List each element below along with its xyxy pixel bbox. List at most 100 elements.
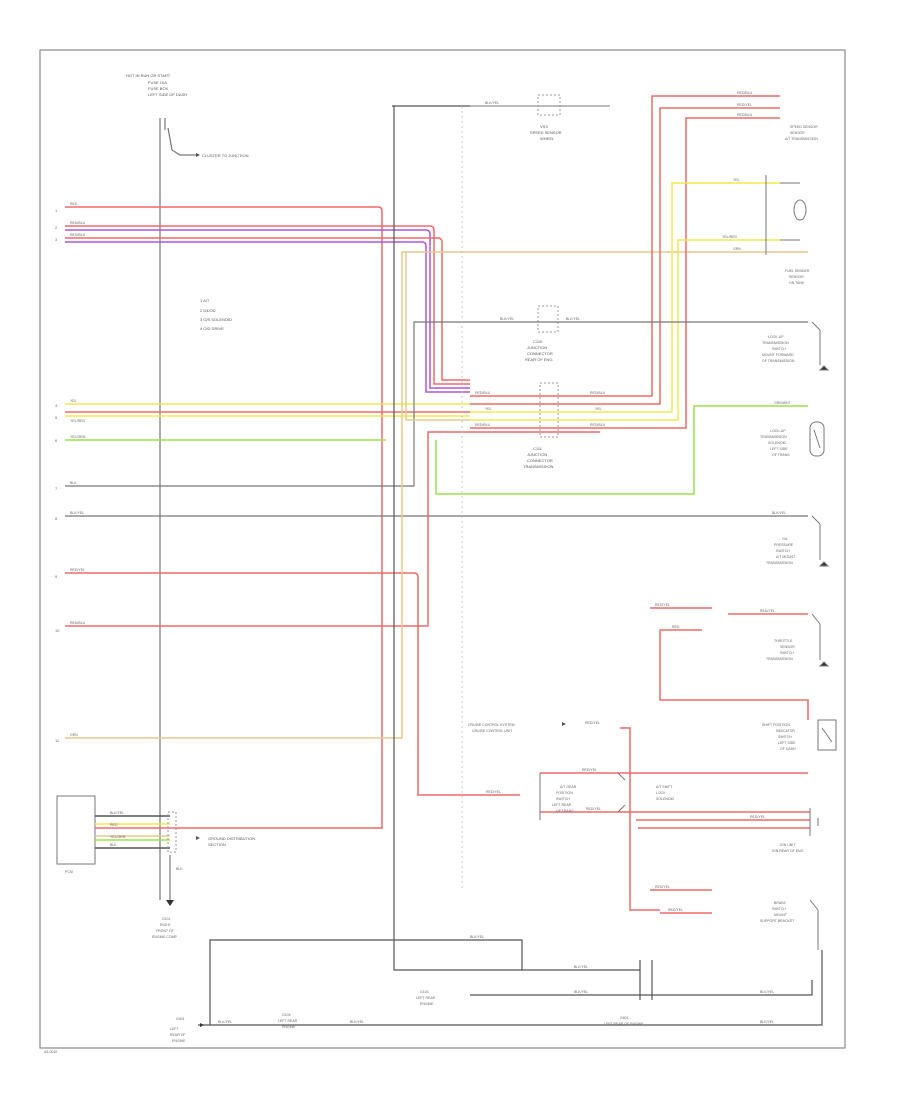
wire-label-yel-right: YEL [733, 178, 740, 182]
svg-text:SHIFT POSITION: SHIFT POSITION [762, 723, 790, 727]
svg-text:BLK/YEL: BLK/YEL [110, 811, 124, 815]
svg-text:A/T MOUNT: A/T MOUNT [776, 555, 796, 559]
svg-text:LEFT REAR: LEFT REAR [416, 996, 436, 1000]
svg-text:G401: G401 [176, 1017, 185, 1021]
svg-text:SWITCH: SWITCH [778, 735, 792, 739]
shift-solenoid-symbol [809, 421, 825, 457]
junction-connector-middle: RED/BLU RED/BLU YEL YEL RED/BLU RED/BLU … [470, 382, 606, 469]
wire-red-lower [65, 431, 520, 796]
arrow-icon [196, 153, 200, 157]
svg-text:ENGINE: ENGINE [172, 1039, 186, 1043]
svg-text:TRANSMISSION: TRANSMISSION [523, 464, 554, 469]
svg-text:OF TRANS: OF TRANS [556, 809, 574, 813]
wire-yellow-group [65, 403, 470, 417]
wire-label-blk-bus-3: BLK/YEL [574, 990, 588, 994]
svg-text:YEL/GRN: YEL/GRN [110, 835, 126, 839]
legend: 1 A/T 2 D4/OD 3 O/S SOLENOID 4 O/D DRIVE [200, 298, 232, 331]
svg-text:SWITCH: SWITCH [556, 797, 570, 801]
svg-text:LEFT REAR: LEFT REAR [552, 803, 572, 807]
svg-text:9: 9 [55, 574, 58, 579]
diagram-border [39, 49, 846, 1049]
svg-text:LOCK: LOCK [656, 791, 666, 795]
svg-text:IGN REAR OF ENG: IGN REAR OF ENG [772, 849, 804, 853]
wire-label-blk-bus-7: BLK/YEL [350, 1020, 364, 1024]
wire-tan [65, 251, 808, 739]
svg-text:5: 5 [55, 415, 58, 420]
g101-ground: BLK G101 RIGHT FRONT OF ENGINE COMP [152, 855, 183, 939]
wire-label-brake-2: RED/YEL [668, 908, 683, 912]
shift-indicator-symbol [817, 719, 837, 751]
wire-label-oil: BLK/YEL [772, 511, 786, 515]
svg-text:HOT IN RUN OR START: HOT IN RUN OR START [126, 73, 171, 78]
svg-text:FUSE BOX: FUSE BOX [148, 86, 169, 91]
svg-text:RED: RED [110, 823, 118, 827]
svg-text:7: 7 [55, 486, 58, 491]
wire-label-red-1: RED/BLU [737, 91, 753, 95]
svg-text:RED/BLU: RED/BLU [590, 391, 606, 395]
wire-label-red: RED [70, 202, 78, 206]
svg-text:FUSE 10A: FUSE 10A [148, 80, 167, 85]
ground-distribution-ref: GROUND DISTRIBUTION SECTION [196, 836, 255, 847]
svg-text:CRUISE CONTROL UNIT: CRUISE CONTROL UNIT [472, 729, 513, 733]
svg-text:10: 10 [55, 628, 60, 633]
svg-text:OF DASH: OF DASH [780, 747, 796, 751]
svg-text:CONNECTOR: CONNECTOR [527, 351, 553, 356]
wire-label-blk-bus-5: BLK/YEL [760, 1020, 774, 1024]
pcm-connector [167, 811, 177, 853]
svg-text:YEL: YEL [485, 407, 492, 411]
svg-text:JUNCTION: JUNCTION [527, 452, 547, 457]
ign-unit-label: IGN UNIT IGN REAR OF ENG [772, 843, 804, 853]
svg-text:OF TRANS: OF TRANS [772, 453, 790, 457]
wire-label-blk-bus-4: BLK/YEL [760, 990, 774, 994]
fuel-sender-symbol [765, 175, 807, 255]
wire-label-blk-bus-2: BLK/YEL [574, 965, 588, 969]
wire-label-throttle-2: RED/YEL [760, 609, 775, 613]
cruise-control-label: CRUISE CONTROL SYSTEM CRUISE CONTROL UNI… [468, 721, 600, 733]
wire-black-bus [392, 105, 640, 971]
wire-label-blk-bus-6: BLK/YEL [218, 1020, 232, 1024]
svg-text:6: 6 [55, 438, 58, 443]
wire-green [65, 405, 808, 495]
wire-label-red-blu-1: RED/BLU [70, 221, 86, 225]
svg-text:IGN UNIT: IGN UNIT [780, 843, 796, 847]
svg-text:1 A/T: 1 A/T [200, 298, 210, 303]
speed-sensor-label: SPEED SENSOR SENSOR A/T TRANSMISSION [785, 125, 818, 141]
svg-text:CRUISE CONTROL SYSTEM: CRUISE CONTROL SYSTEM [468, 723, 515, 727]
svg-text:G104: G104 [420, 990, 429, 994]
oil-pressure-switch [811, 515, 830, 567]
svg-text:ON TANK: ON TANK [789, 281, 805, 285]
svg-text:8: 8 [55, 516, 58, 521]
wire-label-grn-right: GRN [733, 247, 741, 251]
svg-text:MOUNT FORWARD: MOUNT FORWARD [762, 353, 794, 357]
shift-solenoid-label: LOCK-UP TRANSMISSION SOLENOID LEFT SIDE … [760, 429, 790, 457]
svg-text:3: 3 [55, 237, 58, 242]
svg-text:LEFT REAR OF ENGINE: LEFT REAR OF ENGINE [604, 1022, 644, 1026]
svg-text:SENSOR: SENSOR [789, 275, 804, 279]
wire-label-ign: RED/YEL [586, 807, 601, 811]
lockup-switch-label: LOCK-UP TRANSMISSION SWITCH MOUNT FORWAR… [762, 335, 795, 363]
wire-label-blk-yel: BLK/YEL [70, 511, 84, 515]
shift-indicator-label: SHIFT POSITION INDICATOR SWITCH LEFT SID… [762, 723, 796, 751]
gear-position-switch [539, 772, 626, 820]
brake-switch-label: BRAKE SWITCH MOUNT SUPPORT BRACKET [760, 901, 795, 923]
svg-text:BLK/YEL: BLK/YEL [485, 101, 499, 105]
wire-red-main [65, 206, 383, 829]
wire-label-red-yel: RED/YEL [70, 568, 85, 572]
lockup-switch-upper [811, 321, 830, 371]
svg-text:2 D4/OD: 2 D4/OD [200, 308, 216, 313]
top-power-note: HOT IN RUN OR START FUSE 10A FUSE BOX LE… [126, 73, 187, 97]
left-pin-labels: 1 2 3 4 5 6 7 8 9 10 11 [55, 208, 60, 743]
svg-text:LOCK-UP: LOCK-UP [768, 335, 784, 339]
svg-text:SECTION: SECTION [208, 842, 226, 847]
svg-text:2: 2 [55, 225, 58, 230]
svg-text:FRONT OF: FRONT OF [156, 929, 174, 933]
svg-text:SWITCH: SWITCH [776, 549, 790, 553]
svg-text:11: 11 [55, 738, 60, 743]
wire-label-blk-bus-1: BLK/YEL [470, 935, 484, 939]
svg-text:WHEEL: WHEEL [540, 136, 555, 141]
at-shift-lock-label: A/T SHIFT LOCK SOLENOID [656, 785, 675, 801]
svg-text:4: 4 [55, 403, 58, 408]
wire-label-grn-solenoid: GRN/WHT [774, 401, 792, 405]
wire-label-yel-red-right: YEL/RED [722, 235, 737, 239]
